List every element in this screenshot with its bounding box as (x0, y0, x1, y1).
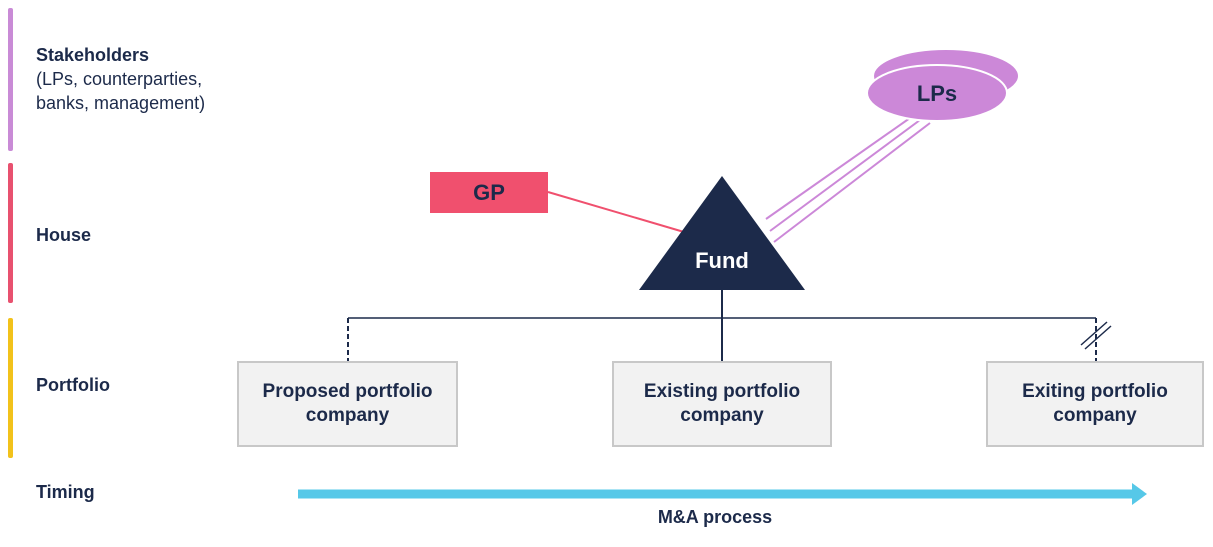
timing-caption: M&A process (657, 507, 773, 527)
gp-label: GP (473, 179, 505, 205)
portfolio-label: Portfolio (36, 373, 110, 397)
stakeholders-subtitle-line2: banks, management) (36, 93, 206, 113)
portfolio-title: Portfolio (36, 375, 110, 395)
lps-label: LPs (917, 81, 957, 106)
house-title: House (36, 225, 92, 245)
stakeholders-subtitle-line1: (LPs, counterparties, (36, 69, 203, 89)
proposed-company-line1: Proposed portfolio (262, 381, 433, 402)
house-label: House (36, 223, 91, 247)
lp-fund-connector-2 (769, 119, 921, 232)
gp-box: GP (430, 172, 548, 213)
timing-label: Timing (36, 480, 95, 504)
lp-fund-connector-3 (773, 122, 931, 243)
gp-fund-connector (547, 191, 685, 233)
proposed-company-line2: company (305, 405, 390, 426)
lps-ellipse-front (866, 64, 1008, 122)
existing-company-line1: Existing portfolio (643, 381, 801, 402)
stakeholders-label: Stakeholders (LPs, counterparties, banks… (36, 43, 205, 115)
fund-label: Fund (695, 248, 749, 273)
timing-title: Timing (36, 482, 95, 502)
timing-arrow-head (1132, 483, 1147, 505)
lp-fund-connector-1 (765, 117, 911, 220)
existing-company-box: Existing portfolio company (612, 361, 832, 447)
proposed-company-box: Proposed portfolio company (237, 361, 458, 447)
exiting-company-box: Exiting portfolio company (986, 361, 1204, 447)
house-bar (8, 163, 13, 303)
existing-company-line2: company (680, 405, 764, 426)
exiting-break-mark-1 (1080, 321, 1108, 346)
fund-triangle (639, 176, 805, 290)
exiting-company-line2: company (1053, 405, 1137, 426)
stakeholders-bar (8, 8, 13, 151)
exiting-break-mark-2 (1084, 325, 1112, 350)
stakeholders-title: Stakeholders (36, 45, 150, 65)
portfolio-bar (8, 318, 13, 458)
exiting-company-line1: Exiting portfolio (1022, 381, 1168, 402)
